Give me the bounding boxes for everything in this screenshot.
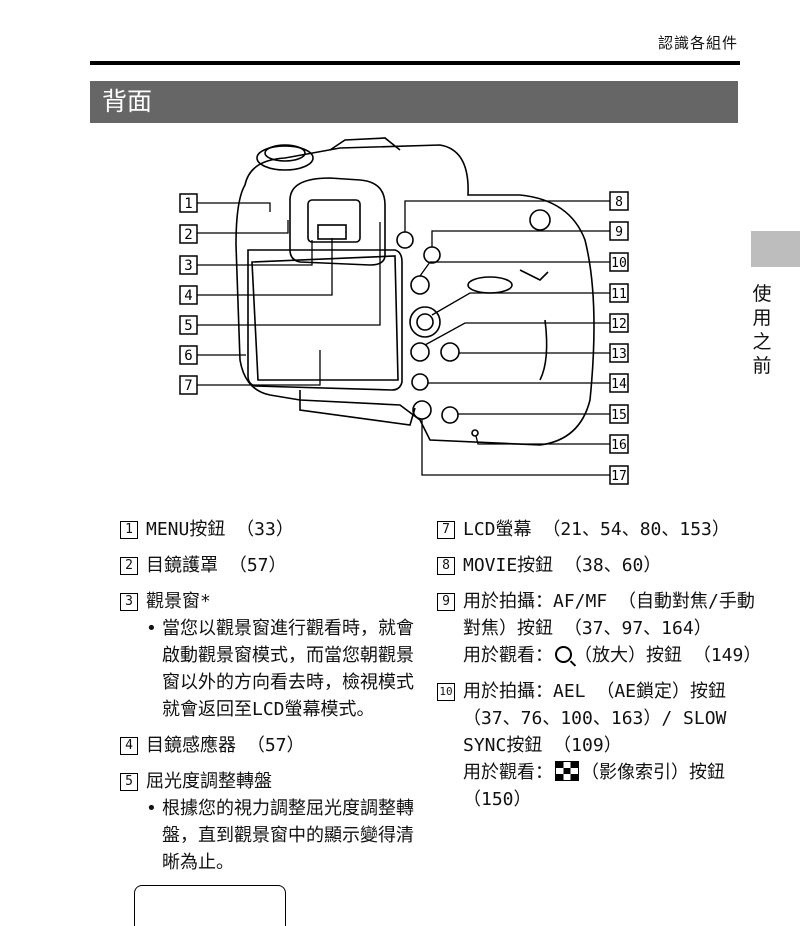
list-item: 4 目鏡感應器 （57） bbox=[120, 732, 420, 759]
lcd-screen-outline bbox=[247, 249, 403, 391]
callout-left-boxes bbox=[179, 193, 198, 395]
access-lamp bbox=[471, 429, 479, 437]
item-text: 觀景窗* bbox=[146, 591, 211, 612]
callout-9: 9 bbox=[615, 225, 623, 240]
legend-right: 7 LCD螢幕 （21、54、80、153） 8 MOVIE按鈕 （38、60）… bbox=[437, 516, 767, 822]
item-number: 8 bbox=[437, 557, 455, 575]
list-item: 8 MOVIE按鈕 （38、60） bbox=[437, 552, 767, 579]
ael-button bbox=[410, 275, 430, 295]
callout-16: 16 bbox=[611, 438, 627, 453]
item-number: 10 bbox=[437, 683, 455, 701]
item-number: 3 bbox=[120, 593, 138, 611]
item-number: 2 bbox=[120, 557, 138, 575]
callout-11: 11 bbox=[611, 287, 627, 302]
list-item: 2 目鏡護罩 （57） bbox=[120, 552, 420, 579]
item-bullet: 根據您的視力調整屈光度調整轉盤，直到觀景窗中的顯示變得清晰為止。 bbox=[146, 795, 424, 876]
viewfinder-window bbox=[307, 199, 361, 243]
custom-button bbox=[441, 406, 459, 424]
delete-button bbox=[412, 400, 432, 420]
af-mf-button bbox=[423, 246, 441, 264]
item-sub: 用於觀看：（影像索引）按鈕 （150） bbox=[463, 761, 725, 810]
fn-button bbox=[440, 342, 460, 362]
item-text: 用於拍攝：AF/MF （自動對焦/手動對焦）按鈕 （37、97、164） bbox=[463, 591, 755, 639]
item-number: 1 bbox=[120, 521, 138, 539]
callout-15: 15 bbox=[611, 408, 627, 423]
item-number: 4 bbox=[120, 737, 138, 755]
callout-2: 2 bbox=[184, 227, 192, 243]
playback-button bbox=[411, 373, 429, 391]
list-item: 3 觀景窗* 當您以觀景窗進行觀看時，就會啟動觀景窗模式，而當您朝觀景窗以外的方… bbox=[120, 588, 420, 723]
magnify-icon bbox=[555, 646, 572, 663]
callout-17: 17 bbox=[611, 469, 627, 484]
camera-back-diagram: 1 2 3 4 5 6 7 8 9 10 11 12 13 bbox=[179, 137, 629, 485]
side-tab-label: 使用之前 bbox=[752, 283, 772, 377]
center-button bbox=[410, 342, 430, 362]
item-number: 5 bbox=[120, 773, 138, 791]
item-number: 9 bbox=[437, 593, 455, 611]
legend-left: 1 MENU按鈕 （33） 2 目鏡護罩 （57） 3 觀景窗* 當您以觀景窗進… bbox=[120, 516, 420, 926]
callout-7: 7 bbox=[184, 378, 192, 394]
list-item: 1 MENU按鈕 （33） bbox=[120, 516, 420, 543]
item-bullet: 當您以觀景窗進行觀看時，就會啟動觀景窗模式，而當您朝觀景窗以外的方向看去時，檢視… bbox=[146, 615, 424, 723]
item-text: 屈光度調整轉盤 bbox=[146, 771, 272, 792]
camera-body-outline bbox=[235, 144, 595, 446]
multi-selector bbox=[409, 306, 441, 338]
item-text: 用於拍攝：AEL （AE鎖定）按鈕 （37、76、100、163）/ SLOW … bbox=[463, 681, 727, 756]
viewfinder-thumbnail bbox=[134, 885, 286, 926]
side-tab-marker bbox=[751, 231, 800, 267]
callout-1: 1 bbox=[184, 196, 192, 212]
list-item: 5 屈光度調整轉盤 根據您的視力調整屈光度調整轉盤，直到觀景窗中的顯示變得清晰為… bbox=[120, 768, 420, 876]
item-text: MOVIE按鈕 （38、60） bbox=[463, 555, 662, 576]
item-text: LCD螢幕 （21、54、80、153） bbox=[463, 519, 730, 540]
movie-button bbox=[396, 231, 414, 249]
callout-14: 14 bbox=[611, 377, 627, 392]
callout-8: 8 bbox=[615, 195, 623, 210]
header-rule bbox=[90, 61, 740, 65]
callout-5: 5 bbox=[184, 318, 192, 334]
callout-10: 10 bbox=[611, 256, 627, 271]
callout-6: 6 bbox=[184, 348, 192, 364]
callout-3: 3 bbox=[184, 258, 192, 274]
section-header: 認識各組件 bbox=[657, 34, 738, 52]
callout-13: 13 bbox=[611, 347, 627, 362]
eyecup bbox=[289, 177, 386, 266]
item-number: 7 bbox=[437, 521, 455, 539]
item-sub: 用於觀看：（放大）按鈕 （149） bbox=[463, 645, 762, 666]
item-text: MENU按鈕 （33） bbox=[146, 519, 294, 540]
callout-4: 4 bbox=[184, 288, 192, 304]
list-item: 9 用於拍攝：AF/MF （自動對焦/手動對焦）按鈕 （37、97、164） 用… bbox=[437, 588, 767, 669]
list-item: 10 用於拍攝：AEL （AE鎖定）按鈕 （37、76、100、163）/ SL… bbox=[437, 678, 767, 813]
page-title: 背面 bbox=[90, 81, 738, 123]
list-item: 7 LCD螢幕 （21、54、80、153） bbox=[437, 516, 767, 543]
index-icon bbox=[555, 761, 579, 781]
item-text: 目鏡護罩 （57） bbox=[146, 555, 287, 576]
callout-12: 12 bbox=[611, 317, 627, 332]
item-text: 目鏡感應器 （57） bbox=[146, 735, 305, 756]
mode-dial bbox=[256, 145, 314, 171]
